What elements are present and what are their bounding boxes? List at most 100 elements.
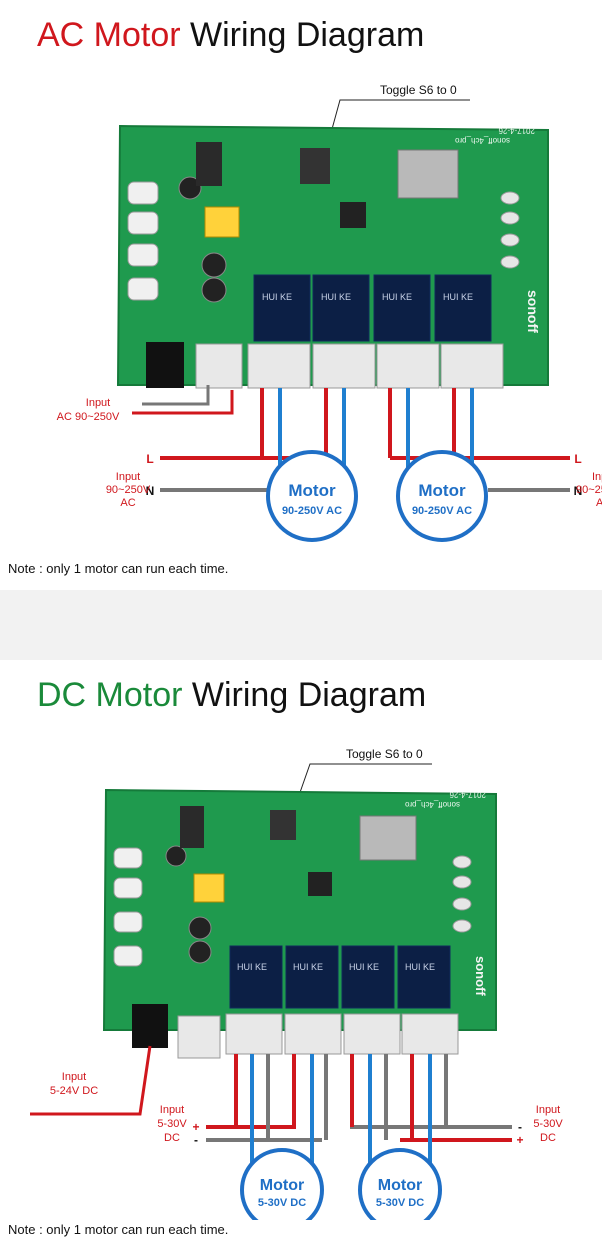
dc-motor-2-circle xyxy=(358,1148,442,1220)
ac-terminal-input xyxy=(195,343,243,389)
dc-motor-1-rating: 5-30V DC xyxy=(258,1197,306,1209)
ac-board-version: 2017-4-26 xyxy=(498,126,535,135)
dc-relay-3 xyxy=(341,945,395,1009)
ac-input-left-line3: AC xyxy=(120,497,135,509)
ac-relay-4 xyxy=(434,274,492,342)
section-divider xyxy=(0,590,602,660)
ac-neutral-label-left: N xyxy=(146,484,155,498)
ac-input-left-line1: Input xyxy=(116,471,140,483)
ac-mcu-chip xyxy=(340,202,366,228)
dc-antenna xyxy=(180,806,204,848)
ac-relay-1 xyxy=(253,274,311,342)
ac-terminal-4 xyxy=(440,343,504,389)
dc-capacitor-3 xyxy=(165,845,187,867)
ac-title-accent: AC Motor xyxy=(37,16,181,54)
dc-title-accent: DC Motor xyxy=(37,676,183,714)
ac-motor-2-circle xyxy=(396,450,488,542)
svg-text:HUI KE: HUI KE xyxy=(382,292,412,302)
ac-led-3 xyxy=(500,233,520,247)
dc-dip-switch xyxy=(270,810,296,840)
dc-button-1 xyxy=(113,847,143,869)
dc-motor-1-circle xyxy=(240,1148,324,1220)
dc-led-2 xyxy=(452,875,472,889)
ac-motor-2-rating: 90-250V AC xyxy=(412,505,472,517)
ac-wiring-diagram: Toggle S6 to 0 HUI KE HUI KE HUI KE HUI KE xyxy=(57,83,602,542)
dc-input-right-line2: 5-30V xyxy=(533,1118,563,1130)
ac-input-top-line1: Input xyxy=(86,397,110,409)
svg-text:HUI KE: HUI KE xyxy=(262,292,292,302)
ac-antenna xyxy=(196,142,222,186)
dc-relay-2 xyxy=(285,945,339,1009)
ac-input-wire-red xyxy=(132,390,234,415)
ac-live-label-right: L xyxy=(574,452,581,466)
svg-text:HUI KE: HUI KE xyxy=(237,962,267,972)
ac-board-name: sonoff_4ch_pro xyxy=(454,136,510,145)
dc-title: DC Motor Wiring Diagram xyxy=(37,676,426,715)
dc-plus-label-right: + xyxy=(516,1133,523,1147)
ac-capacitor-2 xyxy=(201,277,227,303)
dc-relay-1 xyxy=(229,945,283,1009)
dc-note: Note : only 1 motor can run each time. xyxy=(8,1222,229,1237)
ac-input-left-line2: 90~250V xyxy=(106,484,151,496)
ac-pcb-board: HUI KE HUI KE HUI KE HUI KE xyxy=(116,124,549,389)
dc-capacitor-2 xyxy=(188,940,212,964)
ac-input-right-line2: 90~250V xyxy=(576,484,602,496)
dc-capacitor-1 xyxy=(188,916,212,940)
ac-relay-3 xyxy=(373,274,431,342)
dc-minus-label-right: - xyxy=(518,1120,522,1134)
ac-motor-2-name: Motor xyxy=(418,481,466,500)
dc-input-top-line1: Input xyxy=(62,1071,86,1083)
dc-mcu-chip xyxy=(308,872,332,896)
dc-board-name: sonoff_4ch_pro xyxy=(404,800,460,809)
ac-motor-1-name: Motor xyxy=(288,481,336,500)
dc-section: DC Motor Wiring Diagram Toggle S6 to 0 H… xyxy=(0,660,602,1244)
ac-transformer xyxy=(204,206,240,238)
ac-terminal-3 xyxy=(376,343,440,389)
ac-button-3 xyxy=(127,243,159,267)
dc-plus-label-left: + xyxy=(192,1120,199,1134)
dc-motor-1-name: Motor xyxy=(260,1177,304,1194)
ac-toggle-label: Toggle S6 to 0 xyxy=(380,83,457,97)
dc-terminal-1 xyxy=(225,1013,283,1055)
ac-button-1 xyxy=(127,181,159,205)
dc-led-1 xyxy=(452,855,472,869)
dc-terminal-4 xyxy=(401,1013,459,1055)
dc-title-rest: Wiring Diagram xyxy=(182,676,427,714)
dc-motor-2-rating: 5-30V DC xyxy=(376,1197,424,1209)
svg-text:HUI KE: HUI KE xyxy=(443,292,473,302)
svg-text:HUI KE: HUI KE xyxy=(405,962,435,972)
ac-board-brand: sonoff xyxy=(525,290,541,333)
dc-input-left-line2: 5-30V xyxy=(157,1118,187,1130)
dc-minus-label-left: - xyxy=(194,1133,198,1147)
ac-led-2 xyxy=(500,211,520,225)
dc-input-wire-red xyxy=(30,1045,152,1116)
ac-note: Note : only 1 motor can run each time. xyxy=(8,561,229,576)
ac-title-rest: Wiring Diagram xyxy=(180,16,425,54)
ac-relay-2 xyxy=(312,274,370,342)
ac-capacitor-3 xyxy=(178,176,202,200)
ac-terminal-1 xyxy=(247,343,311,389)
ac-dc-jack xyxy=(146,342,184,388)
dc-toggle-label: Toggle S6 to 0 xyxy=(346,747,423,761)
ac-led-4 xyxy=(500,255,520,269)
dc-button-4 xyxy=(113,945,143,967)
ac-wifi-module xyxy=(397,149,459,199)
dc-input-right-line1: Input xyxy=(536,1104,560,1116)
dc-dc-jack xyxy=(132,1004,168,1048)
ac-section: AC Motor Wiring Diagram Toggle S6 to 0 H… xyxy=(0,0,602,590)
ac-input-right-line3: AC xyxy=(596,497,602,509)
ac-motor-1-circle xyxy=(266,450,358,542)
ac-neutral-label-right: N xyxy=(574,484,583,498)
dc-input-left-line1: Input xyxy=(160,1104,184,1116)
ac-motor-1-rating: 90-250V AC xyxy=(282,505,342,517)
ac-button-4 xyxy=(127,277,159,301)
ac-input-wire-gray xyxy=(142,385,210,406)
ac-led-1 xyxy=(500,191,520,205)
ac-terminal-2 xyxy=(312,343,376,389)
dc-terminal-input xyxy=(177,1015,221,1059)
svg-text:HUI KE: HUI KE xyxy=(321,292,351,302)
ac-button-2 xyxy=(127,211,159,235)
ac-title: AC Motor Wiring Diagram xyxy=(37,16,424,55)
ac-input-top-line2: AC 90~250V xyxy=(57,411,120,423)
